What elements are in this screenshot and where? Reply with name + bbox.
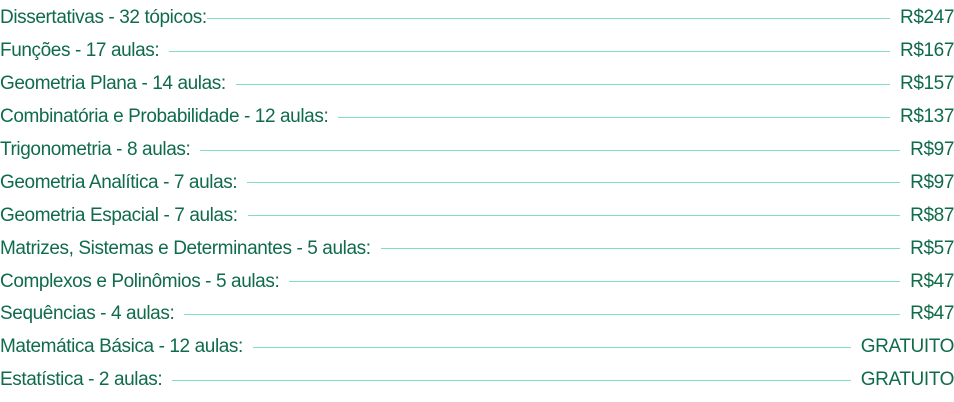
item-label: Geometria Espacial - 7 aulas: [0,204,238,226]
item-label: Geometria Analítica - 7 aulas: [0,171,238,193]
item-price: R$157 [900,73,954,95]
item-price: R$47 [910,270,954,292]
item-label: Estatística - 2 aulas: [0,369,163,391]
item-price: R$57 [910,237,954,259]
item-price: R$167 [900,40,954,62]
item-label: Combinatória e Probabilidade - 12 aulas: [0,106,329,128]
item-price: R$47 [910,303,954,325]
item-label: Complexos e Polinômios - 5 aulas: [0,270,280,292]
price-list-item: Complexos e Polinômios - 5 aulas: R$47 [0,265,954,298]
dotted-leader-line [169,50,890,52]
price-list-item: Sequências - 4 aulas: R$47 [0,298,954,331]
dotted-leader-line [200,149,901,151]
item-price: R$87 [910,204,954,226]
item-price: R$247 [900,7,954,29]
item-label: Funções - 17 aulas: [0,40,160,62]
item-label: Matemática Básica - 12 aulas: [0,336,243,358]
dotted-leader-line [289,281,901,283]
price-list-item: Dissertativas - 32 tópicos: R$247 [0,2,954,35]
dotted-leader-line [172,379,851,381]
item-price: GRATUITO [860,336,954,358]
item-price: R$97 [910,171,954,193]
price-list-item: Geometria Espacial - 7 aulas: R$87 [0,199,954,232]
price-list-item: Estatística - 2 aulas: GRATUITO [0,364,954,397]
dotted-leader-line [380,248,901,250]
item-price: GRATUITO [860,369,954,391]
price-list-item: Trigonometria - 8 aulas: R$97 [0,134,954,167]
price-list-item: Matemática Básica - 12 aulas: GRATUITO [0,331,954,364]
item-label: Matrizes, Sistemas e Determinantes - 5 a… [0,237,371,259]
item-label: Geometria Plana - 14 aulas: [0,73,226,95]
item-label: Trigonometria - 8 aulas: [0,139,191,160]
price-list-item: Matrizes, Sistemas e Determinantes - 5 a… [0,232,954,265]
dotted-leader-line [247,182,901,184]
item-label: Sequências - 4 aulas: [0,303,175,325]
price-list-item: Combinatória e Probabilidade - 12 aulas:… [0,101,954,134]
dotted-leader-line [184,313,901,315]
price-list-item: Geometria Analítica - 7 aulas: R$97 [0,166,954,199]
item-price: R$137 [900,106,954,128]
dotted-leader-line [252,346,851,348]
dotted-leader-line [235,83,890,85]
item-label: Dissertativas - 32 tópicos: [0,7,207,29]
item-price: R$97 [910,139,954,160]
dotted-leader-line [247,215,901,217]
dotted-leader-line [338,116,890,118]
dotted-leader-line [206,17,890,19]
price-list-item: Geometria Plana - 14 aulas: R$157 [0,68,954,101]
price-list-item: Funções - 17 aulas: R$167 [0,35,954,68]
